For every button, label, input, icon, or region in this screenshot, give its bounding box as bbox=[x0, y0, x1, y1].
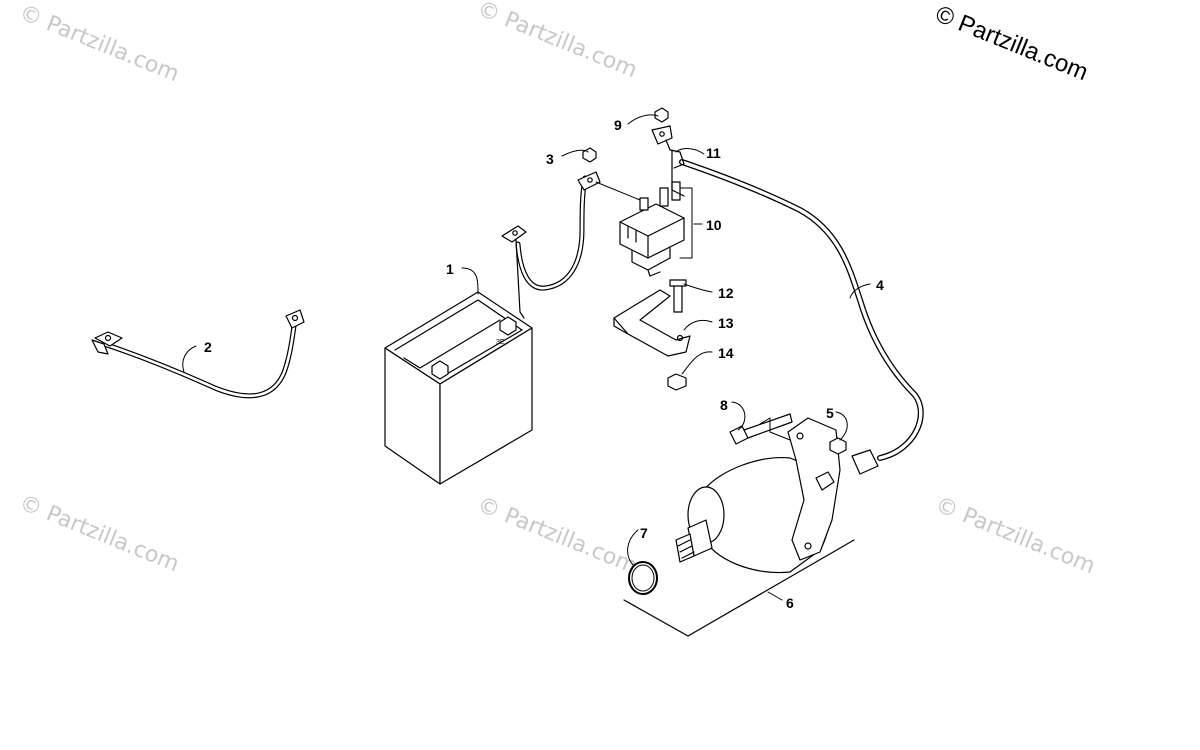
watermark: © Partzilla.com bbox=[932, 492, 1099, 579]
callout-labels: 1 2 3 4 5 6 7 8 9 10 11 12 13 14 bbox=[204, 117, 884, 611]
lock-nut bbox=[667, 373, 687, 391]
nut-9 bbox=[654, 107, 669, 123]
o-ring bbox=[628, 561, 658, 595]
starter-cable bbox=[651, 125, 924, 475]
corner-watermark: © Partzilla.com bbox=[932, 1, 1092, 87]
nut-5 bbox=[829, 437, 847, 455]
watermark: © Partzilla.com bbox=[474, 492, 641, 579]
callout-9: 9 bbox=[614, 117, 622, 133]
battery-label: 3E bbox=[496, 339, 505, 346]
battery-positive-cable bbox=[501, 171, 601, 319]
bracket bbox=[613, 289, 691, 357]
callout-13: 13 bbox=[718, 315, 734, 331]
callout-3: 3 bbox=[546, 151, 554, 167]
watermarks: © Partzilla.com © Partzilla.com © Partzi… bbox=[16, 0, 1099, 579]
callout-14: 14 bbox=[718, 345, 734, 361]
callout-4: 4 bbox=[876, 277, 884, 293]
callout-8: 8 bbox=[720, 397, 728, 413]
callout-11: 11 bbox=[706, 145, 721, 161]
watermark: © Partzilla.com bbox=[474, 0, 641, 83]
callout-5: 5 bbox=[826, 405, 834, 421]
starter-motor bbox=[623, 417, 855, 637]
callout-10: 10 bbox=[706, 217, 722, 233]
screw bbox=[669, 279, 687, 313]
callout-2: 2 bbox=[204, 339, 212, 355]
watermark: © Partzilla.com bbox=[16, 490, 183, 577]
leader-lines bbox=[182, 114, 871, 601]
battery: 3E bbox=[384, 291, 533, 485]
callout-7: 7 bbox=[640, 525, 648, 541]
callout-6: 6 bbox=[786, 595, 794, 611]
watermark: © Partzilla.com bbox=[16, 0, 183, 87]
nut-3 bbox=[582, 147, 597, 163]
callout-1: 1 bbox=[446, 261, 454, 277]
callout-12: 12 bbox=[718, 285, 734, 301]
starter-solenoid bbox=[619, 181, 685, 277]
negative-cable bbox=[91, 309, 305, 399]
